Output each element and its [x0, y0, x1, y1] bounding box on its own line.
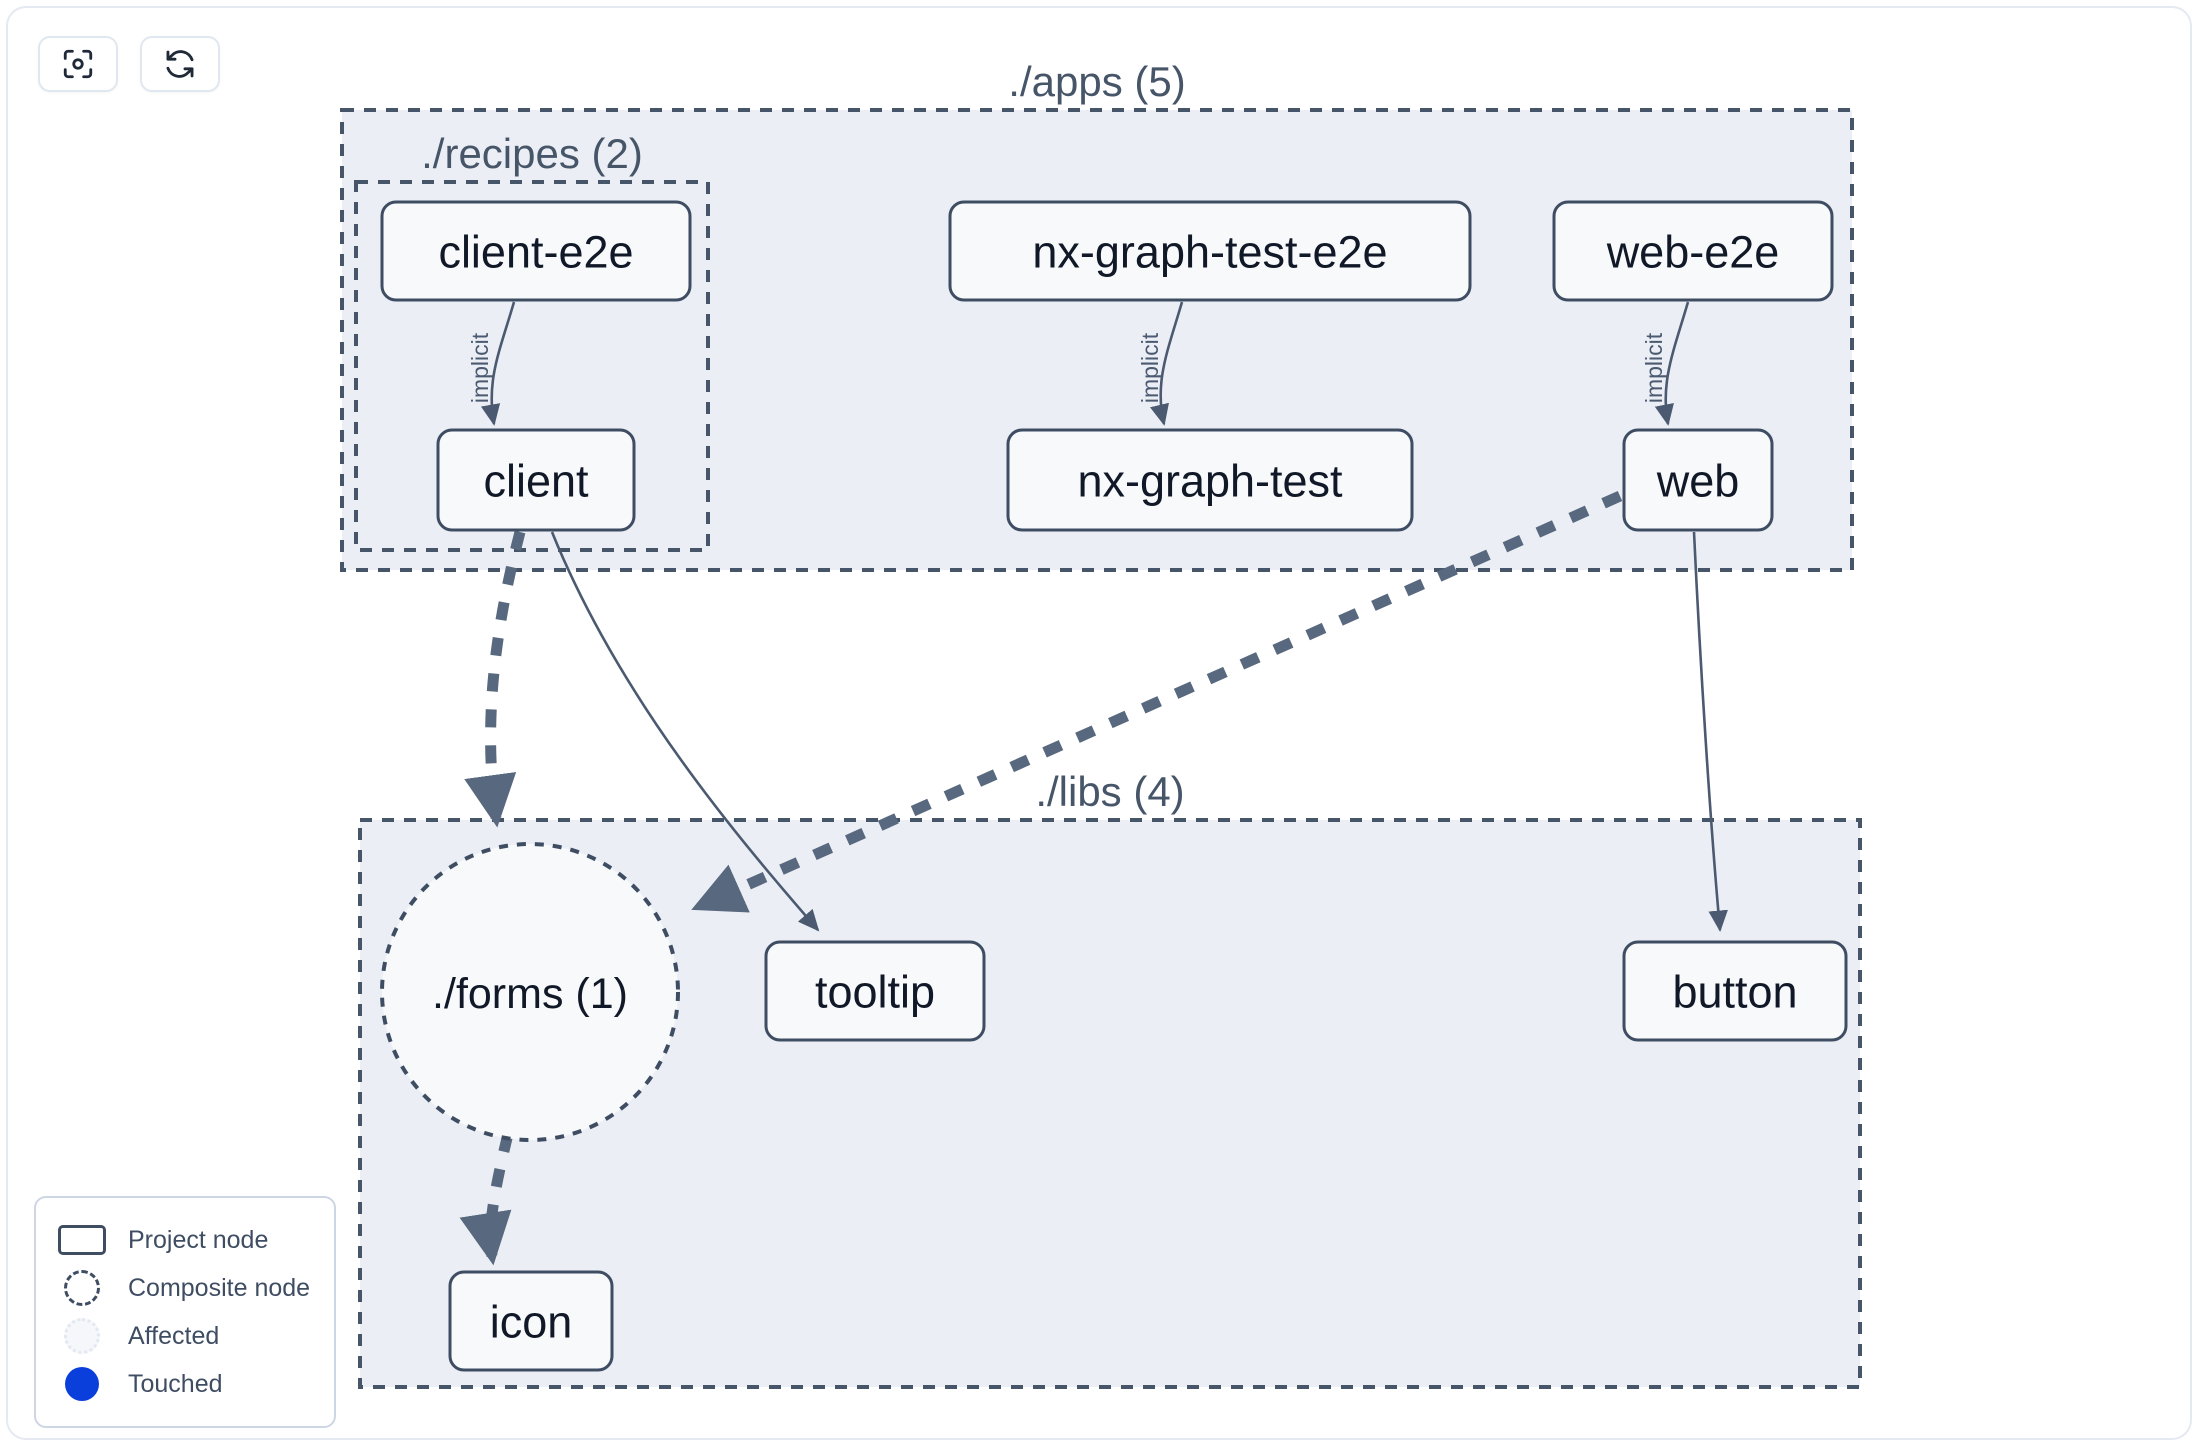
node-web-e2e-box: [1552, 200, 1834, 302]
legend-item-affected: Affected: [56, 1312, 314, 1360]
edge-label-implicit-client: implicit: [467, 332, 493, 403]
node-forms-composite[interactable]: ./forms (1): [380, 842, 680, 1142]
node-button-box: [1622, 940, 1848, 1042]
legend-item-project-node: Project node: [56, 1216, 314, 1264]
node-tooltip-label: tooltip: [815, 967, 935, 1018]
legend-label-composite-node: Composite node: [128, 1273, 311, 1302]
node-icon-box: [448, 1270, 614, 1372]
legend-label-affected: Affected: [128, 1321, 220, 1350]
edge-client-to-forms[interactable]: [464, 530, 526, 828]
node-nx-graph-test-e2e-label: nx-graph-test-e2e: [1032, 227, 1387, 278]
legend-label-touched: Touched: [128, 1369, 223, 1398]
edge-forms-to-icon[interactable]: [459, 1132, 514, 1266]
refresh-icon: [163, 47, 197, 81]
node-forms-label: ./forms (1): [432, 970, 628, 1018]
node-nx-graph-test-label: nx-graph-test: [1077, 456, 1343, 507]
edge-web-to-button[interactable]: [1692, 531, 1728, 932]
edge-label-implicit-nxgraphtest: implicit: [1137, 332, 1163, 403]
edge-label-implicit-web: implicit: [1641, 332, 1667, 403]
edge-client-e2e-to-client[interactable]: implicit: [467, 301, 516, 426]
refresh-graph-button[interactable]: [140, 36, 220, 92]
group-apps-label: ./apps (5): [1008, 58, 1185, 105]
node-button-label: button: [1672, 967, 1797, 1018]
node-client-box: [436, 428, 636, 532]
graph-toolbar: [38, 36, 220, 92]
edge-web-to-forms[interactable]: [691, 490, 1623, 913]
node-nx-graph-test-box: [1006, 428, 1414, 532]
node-client-label: client: [483, 456, 589, 507]
node-web[interactable]: web: [1622, 428, 1774, 532]
node-icon-label: icon: [490, 1297, 573, 1348]
focus-target-icon: [61, 47, 95, 81]
focus-graph-button[interactable]: [38, 36, 118, 92]
node-nx-graph-test-e2e[interactable]: nx-graph-test-e2e: [948, 200, 1472, 302]
node-nx-graph-test-e2e-box: [948, 200, 1472, 302]
node-icon[interactable]: icon: [448, 1270, 614, 1372]
node-web-e2e[interactable]: web-e2e: [1552, 200, 1834, 302]
legend-label-project-node: Project node: [128, 1225, 269, 1254]
node-client-e2e[interactable]: client-e2e: [380, 200, 692, 302]
graph-legend: Project node Composite node Affected Tou…: [34, 1196, 336, 1428]
legend-item-touched: Touched: [56, 1360, 314, 1408]
legend-item-composite-node: Composite node: [56, 1264, 314, 1312]
node-web-box: [1622, 428, 1774, 532]
edge-client-to-tooltip[interactable]: [550, 531, 820, 932]
affected-swatch: [56, 1318, 108, 1354]
group-recipes-label: ./recipes (2): [421, 130, 643, 177]
group-libs-label: ./libs (4): [1035, 768, 1184, 815]
node-web-e2e-label: web-e2e: [1606, 227, 1780, 278]
node-forms-circle: [380, 842, 680, 1142]
edge-web-e2e-to-web[interactable]: implicit: [1641, 301, 1690, 426]
node-client-e2e-box: [380, 200, 692, 302]
node-tooltip[interactable]: tooltip: [764, 940, 986, 1042]
node-button[interactable]: button: [1622, 940, 1848, 1042]
project-node-swatch: [56, 1225, 108, 1255]
composite-node-swatch: [56, 1270, 108, 1306]
node-web-label: web: [1656, 456, 1740, 507]
node-client-e2e-label: client-e2e: [438, 227, 633, 278]
node-nx-graph-test[interactable]: nx-graph-test: [1006, 428, 1414, 532]
node-client[interactable]: client: [436, 428, 636, 532]
edge-nxge2e-to-nxg[interactable]: implicit: [1137, 301, 1184, 426]
touched-swatch: [56, 1367, 108, 1401]
node-tooltip-box: [764, 940, 986, 1042]
